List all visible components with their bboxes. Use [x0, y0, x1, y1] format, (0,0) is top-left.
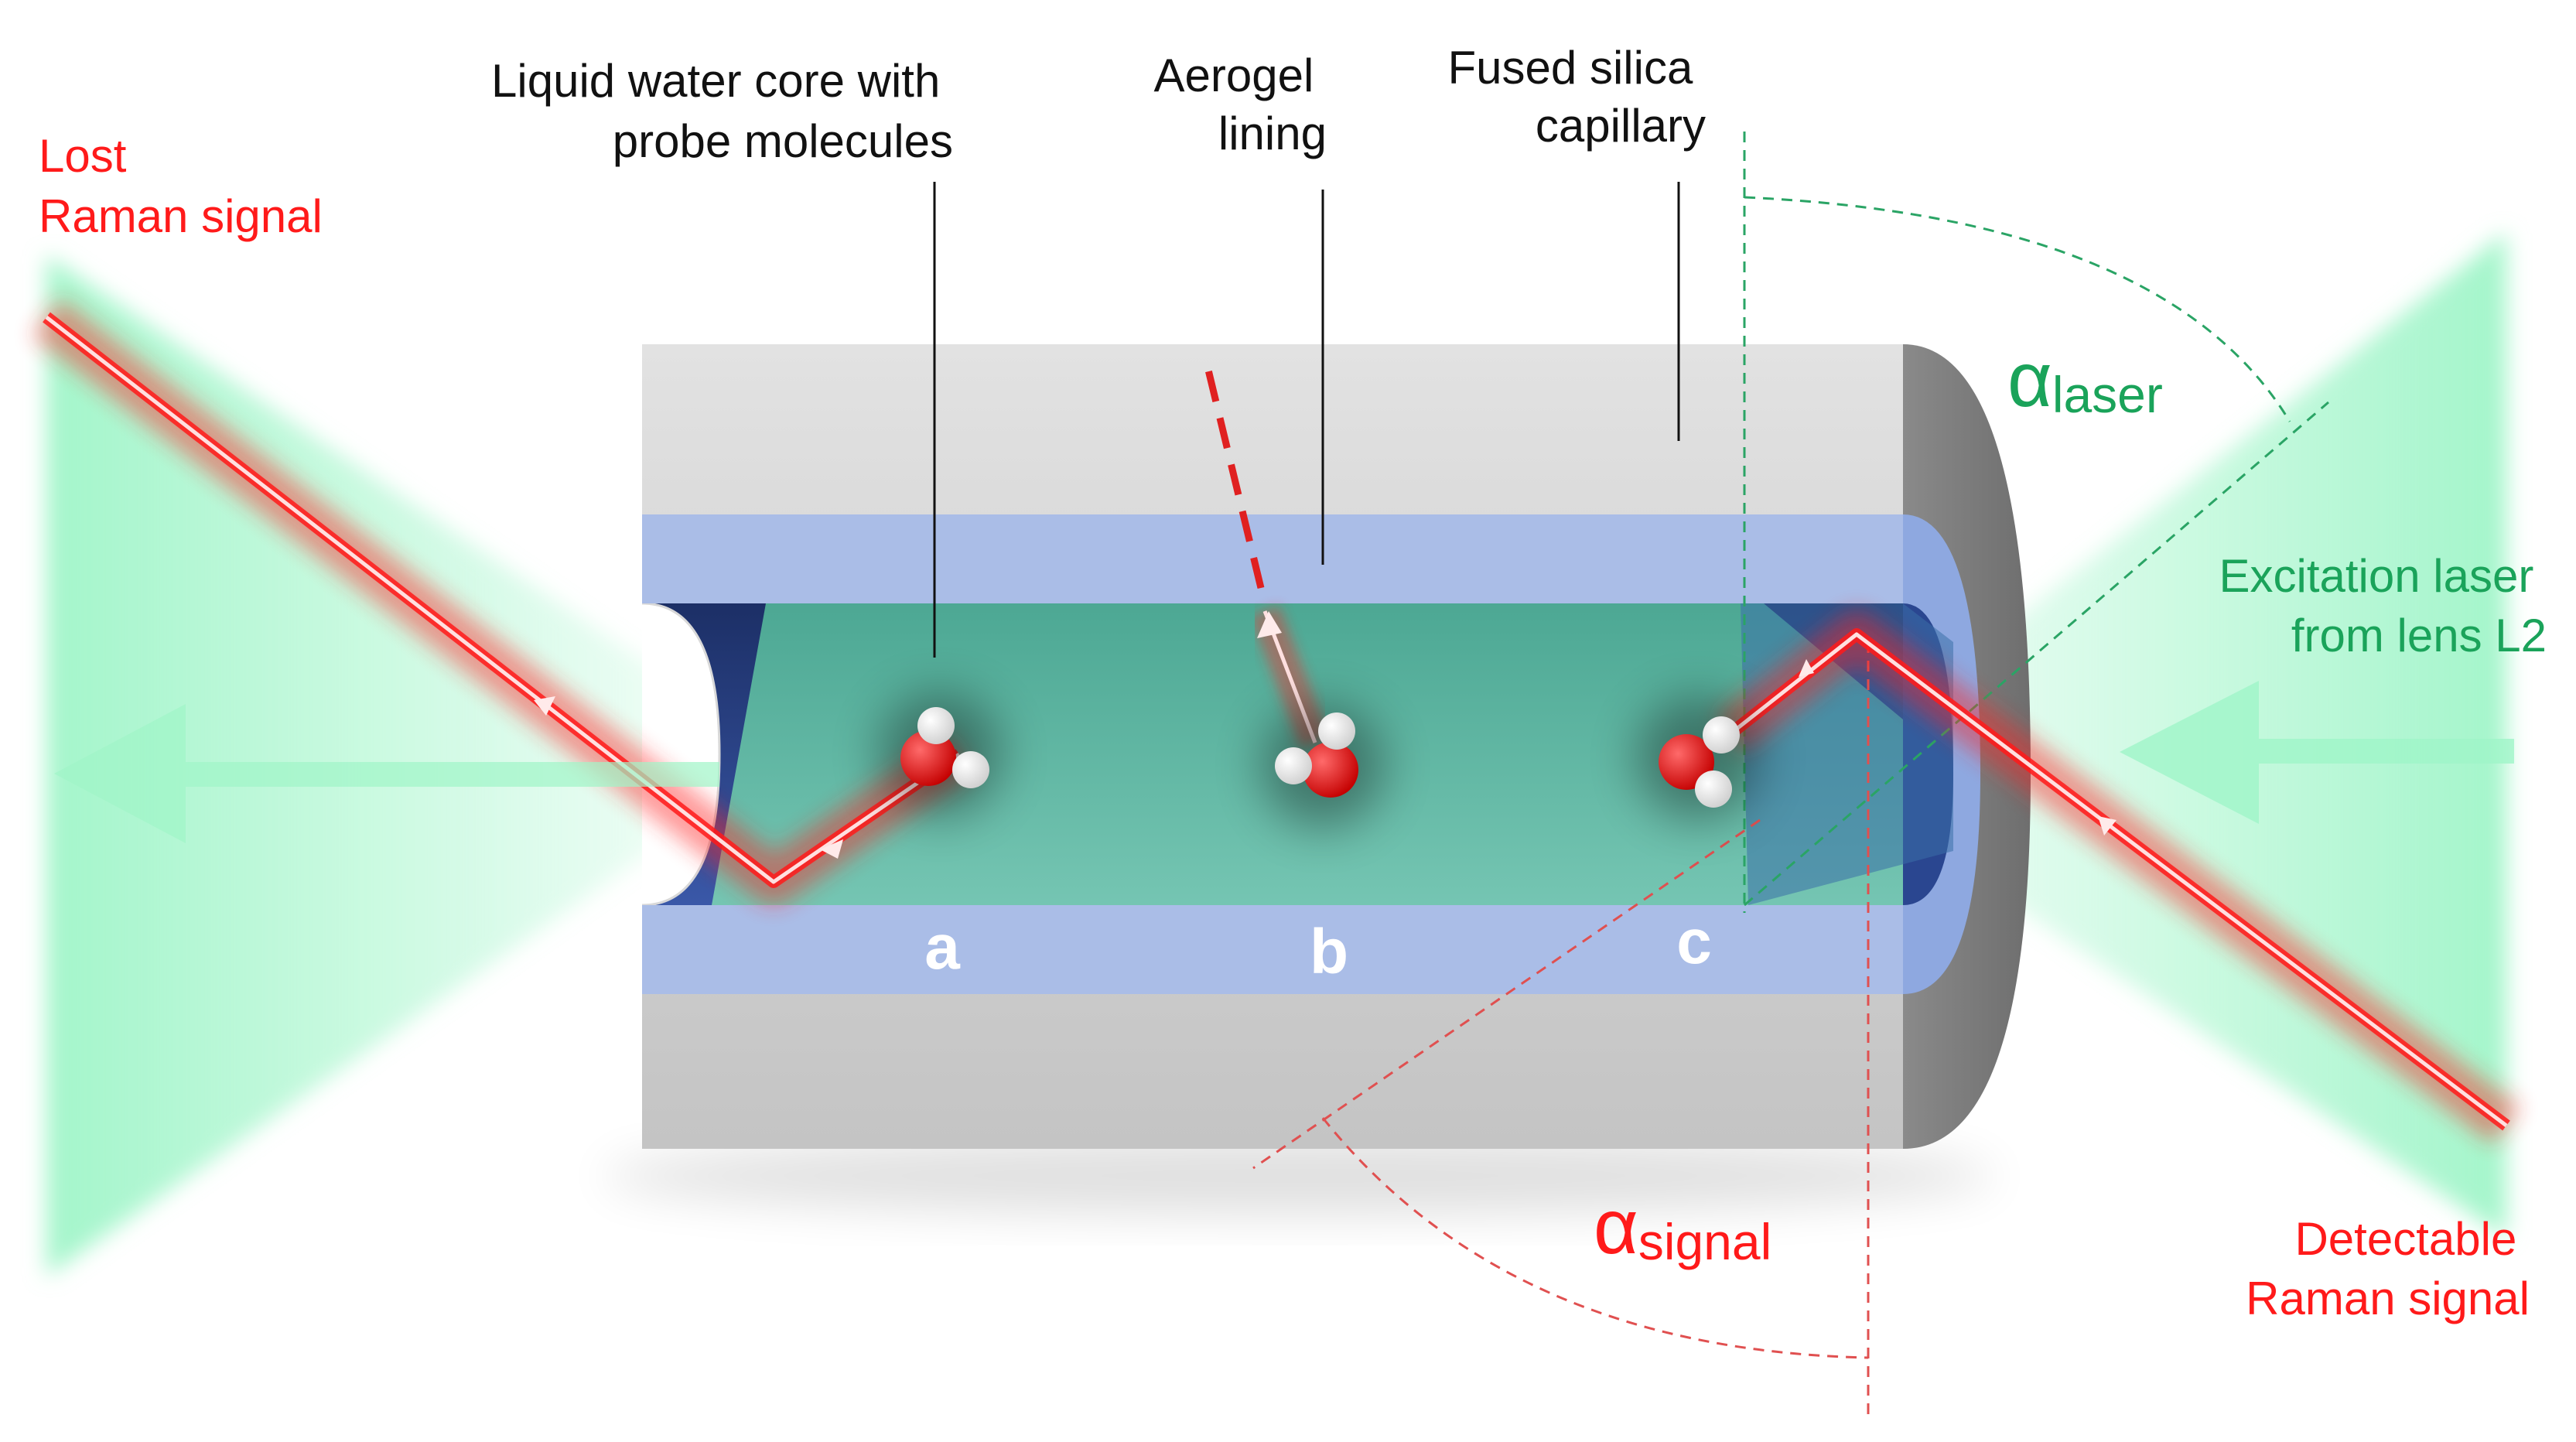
- alpha-laser-label: αlaser: [2007, 337, 2163, 423]
- water-molecule-a: [878, 692, 1002, 816]
- aerogel-lower-band: [642, 905, 1903, 994]
- detectable-signal-label: Detectable Raman signal: [2246, 1213, 2530, 1324]
- aerogel-label: Aerogel lining: [1154, 50, 1327, 159]
- silica-label: Fused silica capillary: [1448, 42, 1706, 152]
- position-c-label: c: [1676, 907, 1712, 977]
- lost-signal-label: Lost Raman signal: [39, 130, 323, 242]
- aerogel-upper-band: [642, 514, 1903, 603]
- core-label: Liquid water core with probe molecules: [491, 55, 953, 167]
- capillary-shadow: [603, 1137, 1996, 1215]
- water-molecule-b: [1261, 704, 1385, 828]
- labels: Liquid water core with probe molecules A…: [39, 42, 2547, 1324]
- alpha-signal-label: αsignal: [1594, 1184, 1771, 1270]
- transmitted-laser-arrow: [54, 704, 719, 843]
- excitation-label: Excitation laser from lens L2: [2219, 550, 2547, 661]
- callout-lines: [933, 182, 1680, 658]
- water-molecule-c: [1636, 696, 1760, 820]
- detectable-raman-beam: [1714, 611, 2521, 1144]
- position-b-label: b: [1310, 917, 1348, 987]
- beam-arrowheads: [534, 611, 2116, 859]
- position-a-label: a: [924, 912, 961, 982]
- excitation-laser-arrow: [2120, 681, 2514, 824]
